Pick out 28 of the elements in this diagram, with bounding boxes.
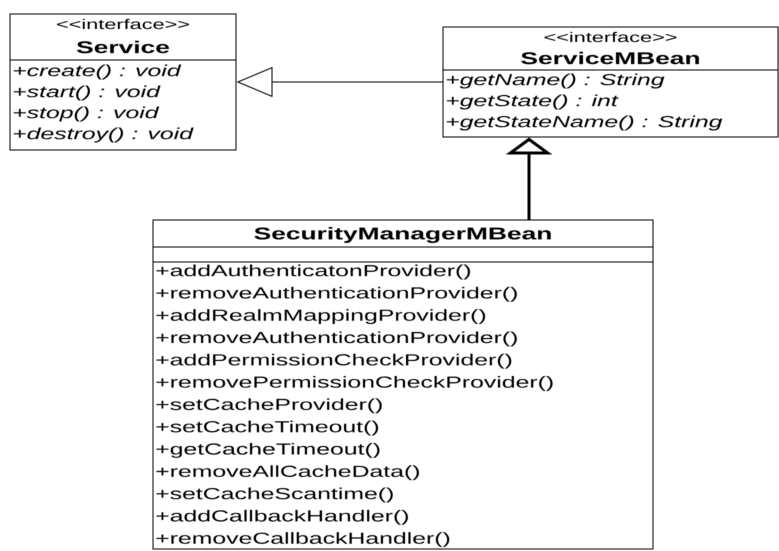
class-name: SecurityManagerMBean [254, 227, 551, 243]
operation-label: +removeCallbackHandler() [156, 532, 450, 548]
operation-label: +removeAllCacheData() [156, 465, 419, 480]
operation-label: +stop() : void [14, 106, 160, 122]
class-box [442, 26, 778, 138]
operation-label: +start() : void [14, 86, 161, 100]
class-name: ServiceMBean [521, 52, 699, 64]
operation-label: +addRealmMappingProvider() [156, 309, 486, 324]
operation-label: +removeAuthenticationProvider() [156, 331, 517, 346]
operation-label: +addPermissionCheckProvider() [156, 354, 512, 369]
operation-label: +getCacheTimeout() [156, 442, 380, 458]
operation-label: +setCacheScantime() [156, 488, 393, 502]
stereotype-label: <<interface>> [544, 32, 676, 42]
operation-label: +addAuthenticatonProvider() [156, 264, 470, 280]
operation-label: +setCacheProvider() [156, 398, 382, 414]
operation-label: +setCacheTimeout() [156, 420, 378, 436]
operation-label: +getStateName() : String [446, 116, 722, 130]
class-box [10, 14, 236, 150]
operation-label: +getName() : String [446, 74, 664, 88]
operation-label: +destroy() : void [14, 128, 194, 142]
operation-label: +getState() : int [446, 94, 619, 110]
operation-label: +create() : void [14, 64, 182, 80]
class-box [152, 220, 654, 550]
operation-label: +removePermissionCheckProvider() [156, 376, 553, 391]
class-name: Service [76, 40, 169, 54]
stereotype-label: <<interface>> [57, 18, 189, 30]
operation-label: +addCallbackHandler() [156, 510, 408, 525]
operation-label: +removeAuthenticationProvider() [156, 286, 517, 302]
